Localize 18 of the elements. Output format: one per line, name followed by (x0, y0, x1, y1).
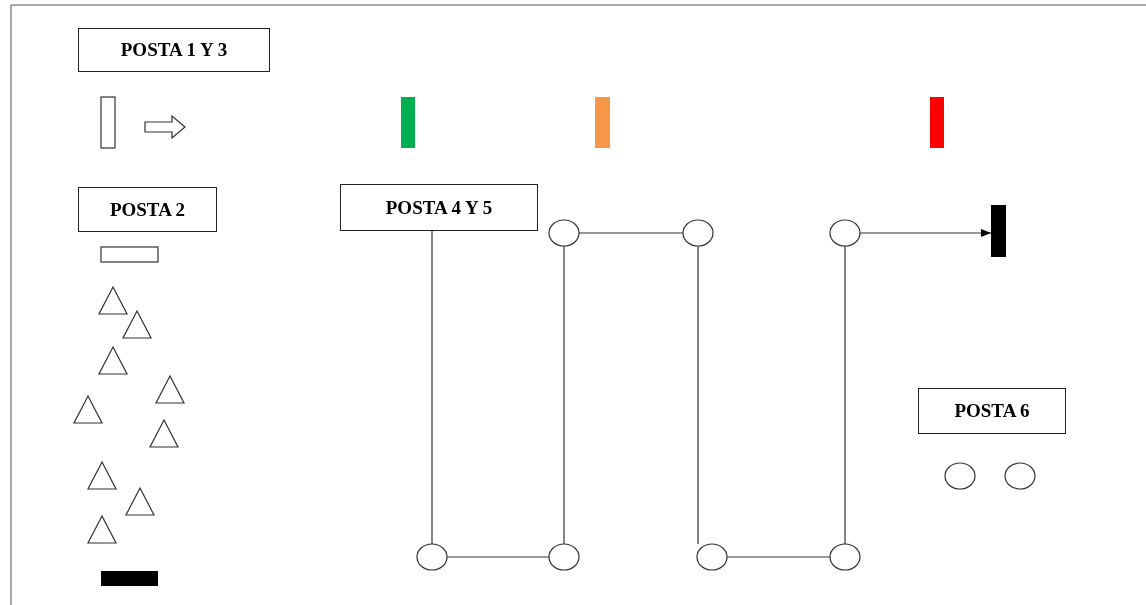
connector-line (563, 245, 565, 545)
station-label: POSTA 6 (918, 388, 1066, 434)
station-label: POSTA 4 Y 5 (340, 184, 538, 231)
circle-marker (944, 462, 976, 490)
circle-marker (548, 219, 580, 247)
circle-marker (829, 543, 861, 571)
circle-marker (829, 219, 861, 247)
circle-marker (682, 219, 714, 247)
finish-bar (991, 205, 1006, 257)
circle-marker (696, 543, 728, 571)
connector-line (431, 230, 433, 545)
circle-marker (1004, 462, 1036, 490)
connector-line (844, 245, 846, 545)
connector-line (697, 245, 699, 545)
station-label: POSTA 2 (78, 187, 217, 232)
circle-marker (416, 543, 448, 571)
circle-marker (548, 543, 580, 571)
station-label: POSTA 1 Y 3 (78, 28, 270, 72)
